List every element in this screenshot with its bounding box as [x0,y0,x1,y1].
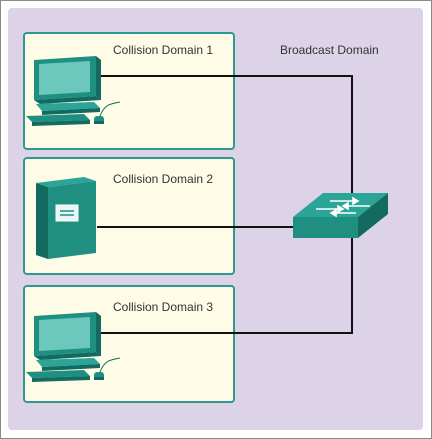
collision-domain-1-label: Collision Domain 1 [113,43,214,57]
desktop-computer-icon [26,56,121,126]
collision-domain-3-label: Collision Domain 3 [113,300,214,314]
cable-domain-1 [96,75,353,206]
broadcast-domain-label: Broadcast Domain [280,43,379,57]
server-icon [36,177,96,259]
cable-domain-3 [96,229,353,334]
switch-icon [293,193,388,238]
desktop-computer-icon [26,312,121,382]
collision-domain-2-label: Collision Domain 2 [113,172,214,186]
